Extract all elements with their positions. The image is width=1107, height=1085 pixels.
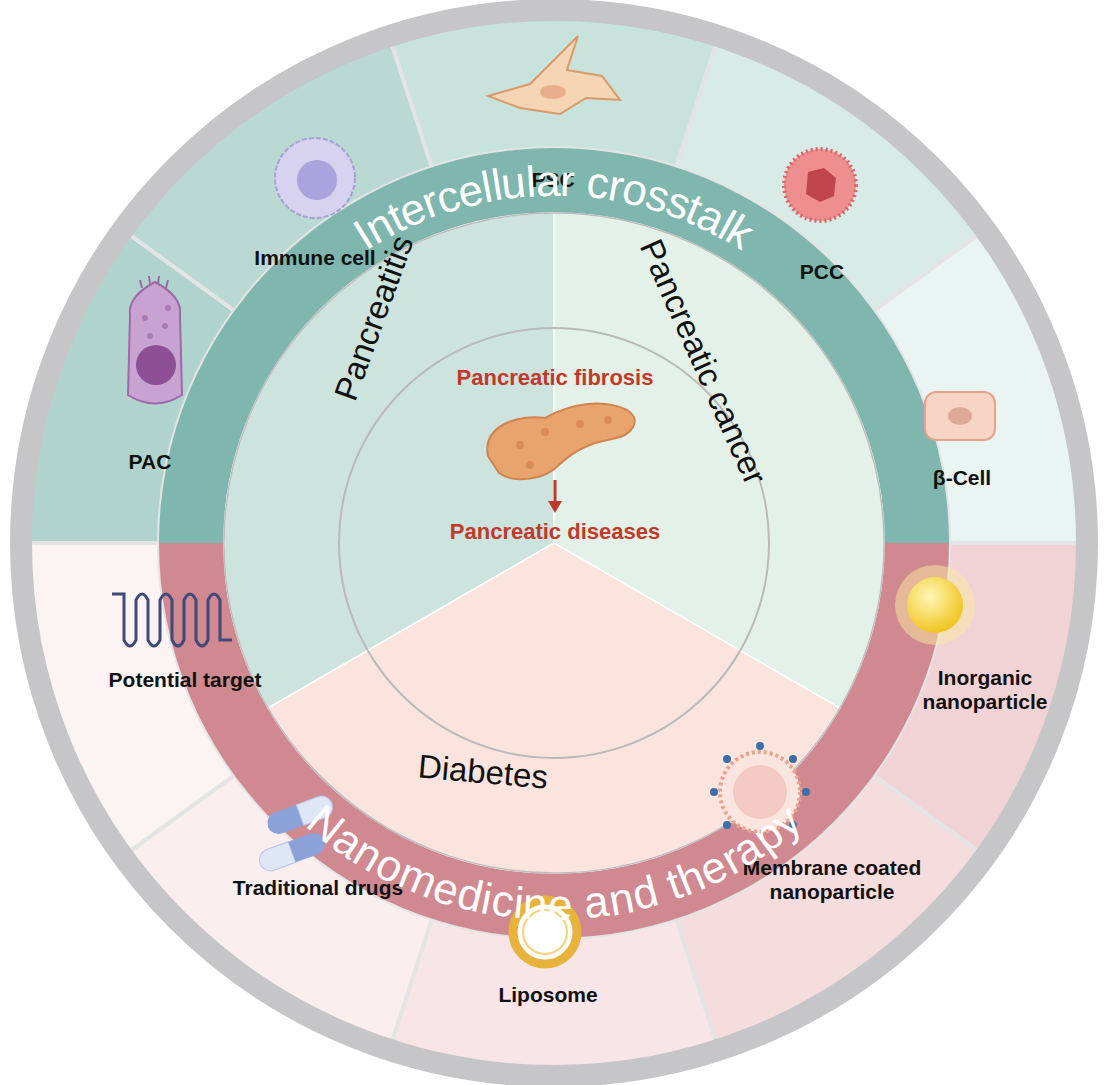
capsule [256, 830, 327, 874]
surface-protein [756, 742, 764, 750]
lobule [526, 461, 534, 469]
sector-label: Liposome [498, 983, 597, 1007]
glow [895, 565, 975, 645]
curved-glyph: e [547, 881, 572, 930]
band-title: Nanomedicine and therapy [277, 772, 834, 953]
sector-label: Inorganic nanoparticle [915, 666, 1055, 714]
lipid-bilayer [513, 900, 577, 964]
sector-shape [268, 543, 840, 873]
receptor-icon [112, 594, 232, 646]
pancreas-shape [487, 404, 634, 480]
capsule-half [264, 805, 303, 837]
lobule [576, 420, 584, 428]
lobule [541, 428, 549, 436]
sector-label: Immune cell [254, 246, 375, 270]
granule [162, 323, 168, 329]
capsule-half [288, 830, 327, 862]
curved-glyph: u [499, 158, 529, 209]
curved-glyph: n [522, 880, 549, 930]
center-label: Pancreatic fibrosis [457, 365, 654, 390]
capsule-icons [256, 793, 335, 874]
cell-body [784, 149, 856, 221]
microvilli [140, 276, 168, 288]
inorganic-nanoparticle-icon [895, 565, 975, 645]
arrow-head [548, 501, 562, 513]
outer-ring [21, 10, 1087, 1076]
stellate-cell-icon [488, 36, 620, 114]
sector-shape [392, 919, 716, 1068]
circle-shape [339, 328, 769, 758]
surface-protein [789, 821, 797, 829]
transmembrane-helices [112, 594, 232, 646]
capsule-half [256, 842, 295, 874]
beta-cell-icon [925, 392, 995, 440]
surface-protein [789, 755, 797, 763]
cancer-cell-icon [784, 149, 856, 221]
membrane-nanoparticle-icon [710, 742, 810, 832]
immune-cell-icon [275, 138, 355, 218]
nucleus [297, 160, 337, 200]
surface-protein [723, 821, 731, 829]
granule [165, 305, 171, 311]
sector-label: PAC [129, 450, 172, 474]
sector-label: PCC [800, 260, 844, 284]
surface-protein [710, 788, 718, 796]
inner-ring-line [224, 213, 884, 873]
inner-layer [523, 910, 567, 954]
particle [907, 577, 963, 633]
surface-protein [723, 755, 731, 763]
lobule [516, 441, 524, 449]
lobule [604, 416, 612, 424]
nucleus [540, 85, 566, 99]
acinar-cell-icon [128, 276, 182, 404]
capsule [264, 793, 335, 837]
nucleus [136, 345, 176, 385]
liposome-icon [513, 900, 577, 964]
granule [142, 315, 148, 321]
cell-body [488, 36, 620, 114]
sector-label: Potential target [109, 668, 262, 692]
down-arrow [548, 480, 562, 513]
core [733, 765, 787, 819]
center-label: Pancreatic diseases [450, 519, 660, 544]
membrane-coat [720, 752, 800, 832]
arrow-shaft [554, 480, 557, 503]
cell-body [925, 392, 995, 440]
capsule-half [296, 793, 335, 825]
sector-shape [392, 18, 716, 167]
curved-glyph: a [535, 157, 560, 206]
nucleus [948, 407, 972, 425]
sector-label: β-Cell [933, 466, 991, 490]
nucleus [806, 168, 836, 202]
pancreas-illustration [487, 404, 634, 480]
surface-protein [802, 788, 810, 796]
granule [147, 333, 153, 339]
cell-body [128, 282, 182, 404]
curved-glyph: r [559, 157, 575, 206]
cell-body [275, 138, 355, 218]
